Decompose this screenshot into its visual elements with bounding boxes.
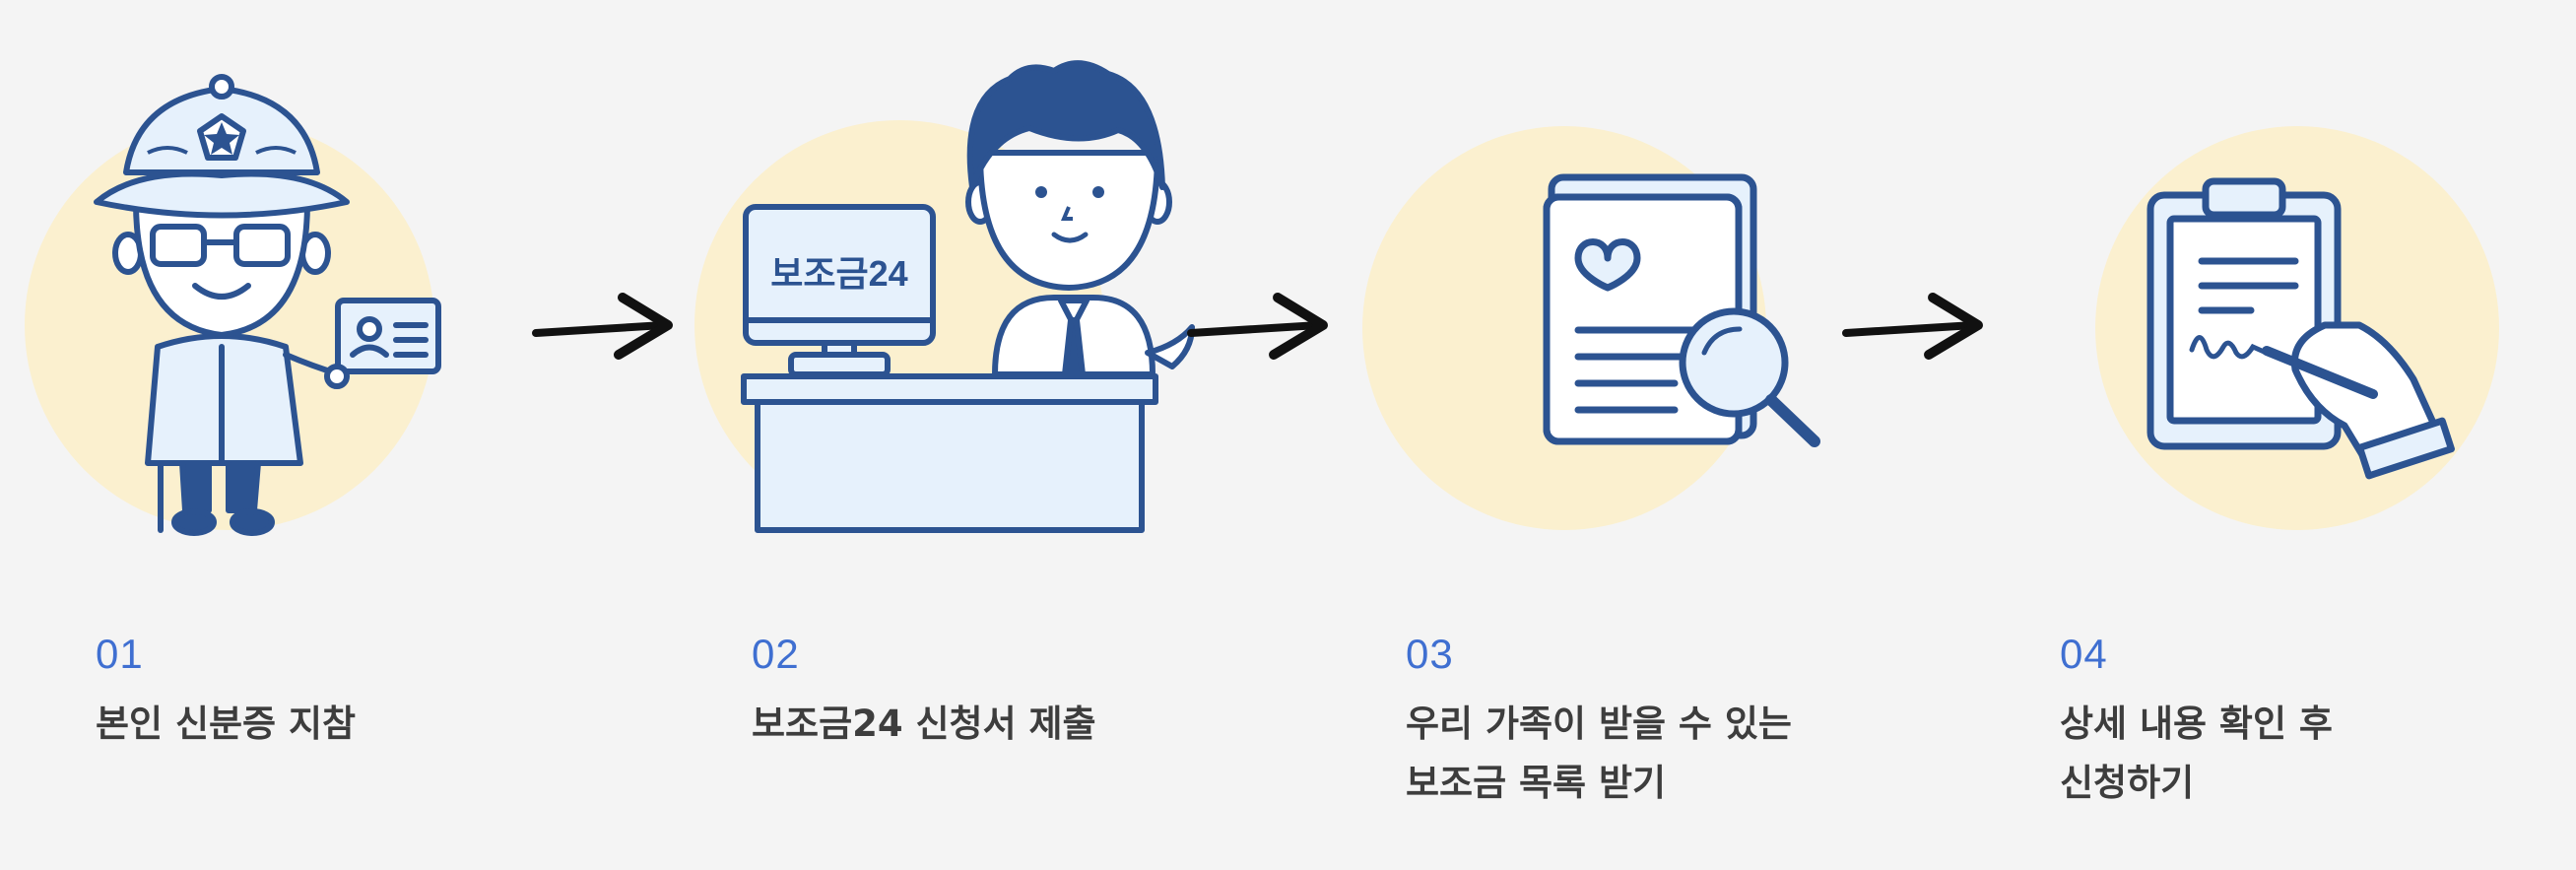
step-number: 03 — [1406, 631, 1454, 677]
step-description-line: 신청하기 — [2060, 762, 2195, 804]
monitor-label: 보조금24 — [770, 253, 907, 294]
step-number: 04 — [2060, 631, 2108, 677]
arrow-right-icon — [1187, 293, 1328, 360]
document-with-magnifier-icon — [1362, 126, 1820, 530]
arrow-right-icon — [532, 293, 673, 360]
step-number: 02 — [752, 631, 800, 677]
clerk-at-desk-with-monitor-icon: 보조금24 — [694, 60, 1195, 533]
step-4: 04 상세 내용 확인 후 신청하기 — [1965, 0, 2576, 870]
step-description-line: 상세 내용 확인 후 — [2060, 703, 2333, 745]
step-3: 03 우리 가족이 받을 수 있는 보조금 목록 받기 — [1310, 0, 1960, 870]
elderly-man-with-id-card-icon — [25, 74, 441, 536]
step-description-line: 우리 가족이 받을 수 있는 — [1406, 703, 1792, 745]
step-description-line: 보조금 목록 받기 — [1406, 762, 1667, 804]
arrow-right-icon — [1842, 293, 1983, 360]
step-description: 보조금24 신청서 제출 — [752, 695, 1264, 754]
step-description-line: 보조금24 신청서 제출 — [752, 703, 1096, 745]
step-2: 보조금24 02 보조금24 신청서 제출 — [655, 0, 1305, 870]
clipboard-signing-icon — [2095, 126, 2499, 530]
step-description: 상세 내용 확인 후 신청하기 — [2060, 695, 2572, 813]
step-1: 01 본인 신분증 지참 — [0, 0, 650, 870]
step-number: 01 — [96, 631, 144, 677]
step-description-line: 본인 신분증 지참 — [96, 703, 357, 745]
step-description: 우리 가족이 받을 수 있는 보조금 목록 받기 — [1406, 695, 1918, 813]
step-description: 본인 신분증 지참 — [96, 695, 608, 754]
